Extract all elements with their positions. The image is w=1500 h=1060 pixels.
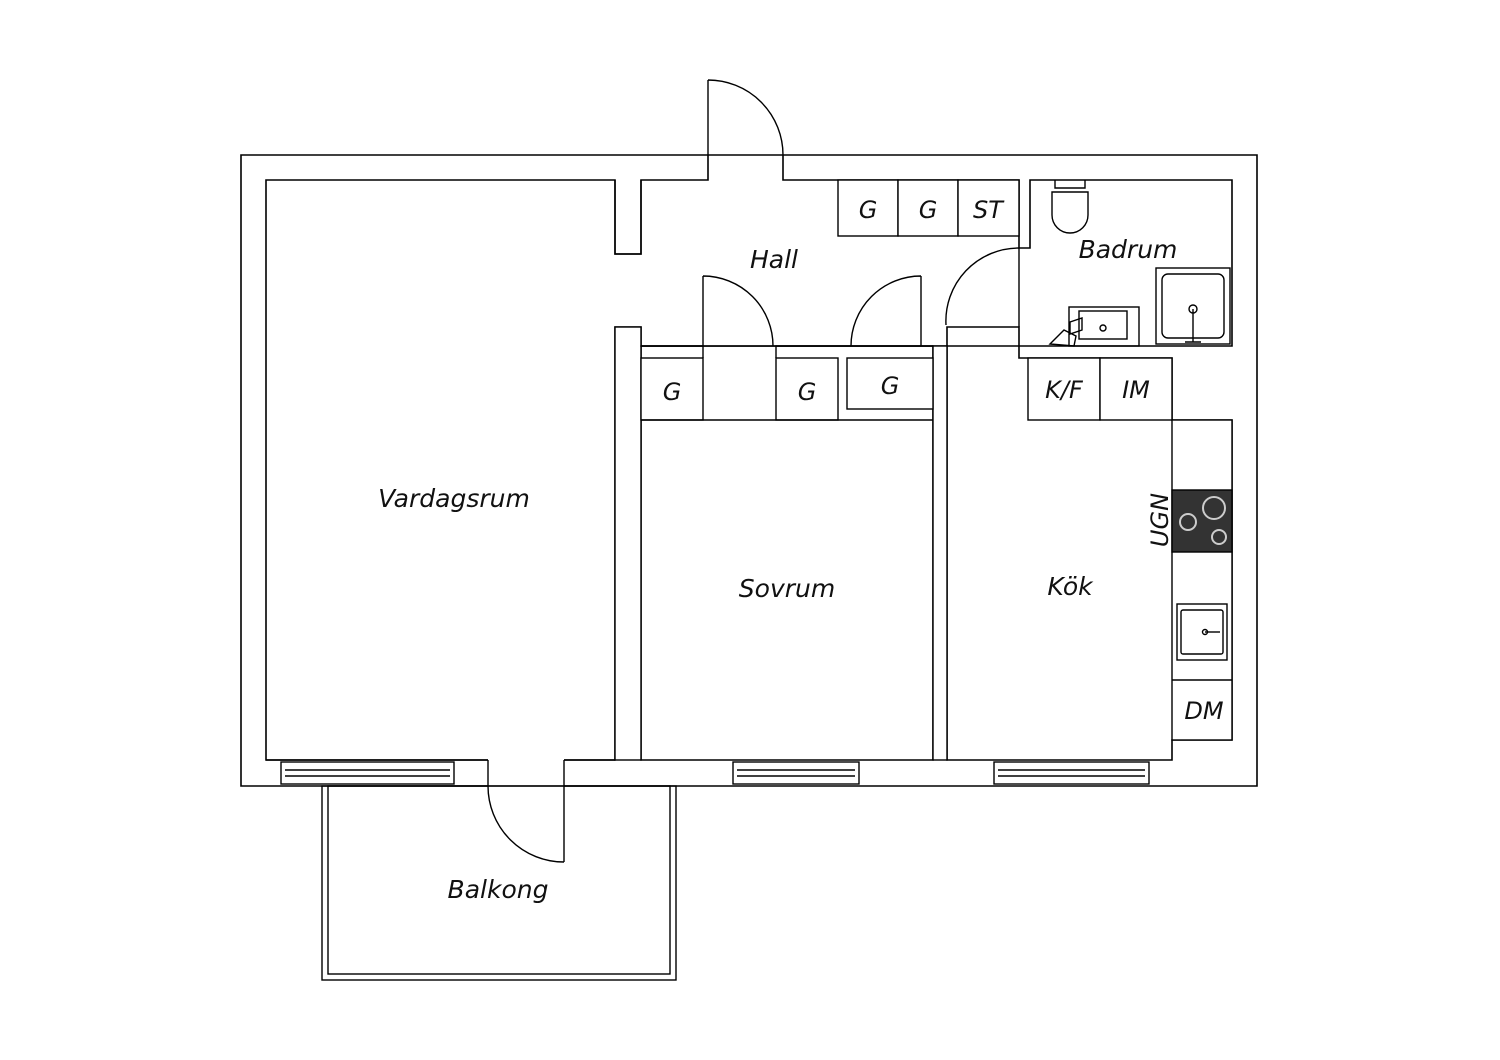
room-label-sovrum: Sovrum	[739, 574, 835, 603]
freezer-label: IM	[1122, 376, 1150, 404]
hall-storage-label: ST	[973, 196, 1005, 224]
burner-1-icon	[1202, 496, 1226, 520]
sovrum-door	[702, 275, 774, 347]
oven-label: UGN	[1146, 493, 1174, 547]
wall-stub-top	[614, 180, 642, 255]
room-label-hall: Hall	[750, 245, 798, 274]
washbasin-icon	[1068, 306, 1140, 347]
room-label-vardagsrum: Vardagsrum	[378, 484, 530, 513]
wall-vardagsrum-sovrum	[614, 326, 642, 761]
balcony-door	[487, 785, 565, 863]
hall-wardrobe-2-label: G	[919, 196, 938, 224]
wall-hall-kok	[932, 345, 948, 761]
fridge-freezer-label: K/F	[1045, 376, 1084, 404]
freezer	[1099, 357, 1173, 421]
washbasin-bowl	[1078, 310, 1128, 340]
hall-closet	[846, 357, 934, 410]
sovrum-wardrobe-2	[775, 357, 839, 421]
sovrum-wardrobe-1-label: G	[663, 378, 682, 406]
sovrum-wardrobe-2-label: G	[798, 378, 817, 406]
fridge-freezer	[1027, 357, 1101, 421]
sovrum-wall-seg	[641, 345, 933, 358]
hall-wardrobe-2	[897, 179, 959, 237]
window-sovrum	[732, 761, 860, 785]
burner-2-icon	[1179, 513, 1197, 531]
toilet-icon	[1051, 180, 1089, 234]
room-label-kok: Kök	[1047, 572, 1094, 601]
washbasin-tap	[1099, 324, 1107, 332]
hall-wardrobe-1	[837, 179, 899, 237]
balcony	[321, 785, 677, 981]
shower-icon	[1155, 267, 1231, 345]
kitchen-sink-bowl	[1180, 609, 1224, 655]
room-label-balkong: Balkong	[448, 875, 549, 904]
badrum-door	[945, 247, 1020, 327]
window-kok	[993, 761, 1150, 785]
hall-wardrobe-1-label: G	[859, 196, 878, 224]
balcony-doorway	[488, 759, 564, 787]
hall-closet-door	[850, 275, 922, 347]
hall-closet-label: G	[881, 372, 900, 400]
kitchen-counter	[1171, 419, 1233, 741]
washer-icon	[1048, 317, 1083, 347]
kitchen-sink-icon	[1176, 603, 1228, 661]
room-label-badrum: Badrum	[1079, 235, 1178, 264]
shower-tap	[1185, 309, 1201, 343]
entrance-door	[707, 79, 784, 156]
hall-storage	[957, 179, 1020, 237]
dishwasher-label: DM	[1184, 697, 1223, 725]
stove-top	[1171, 489, 1233, 553]
burner-3-icon	[1211, 529, 1227, 545]
window-vardagsrum	[280, 761, 455, 785]
